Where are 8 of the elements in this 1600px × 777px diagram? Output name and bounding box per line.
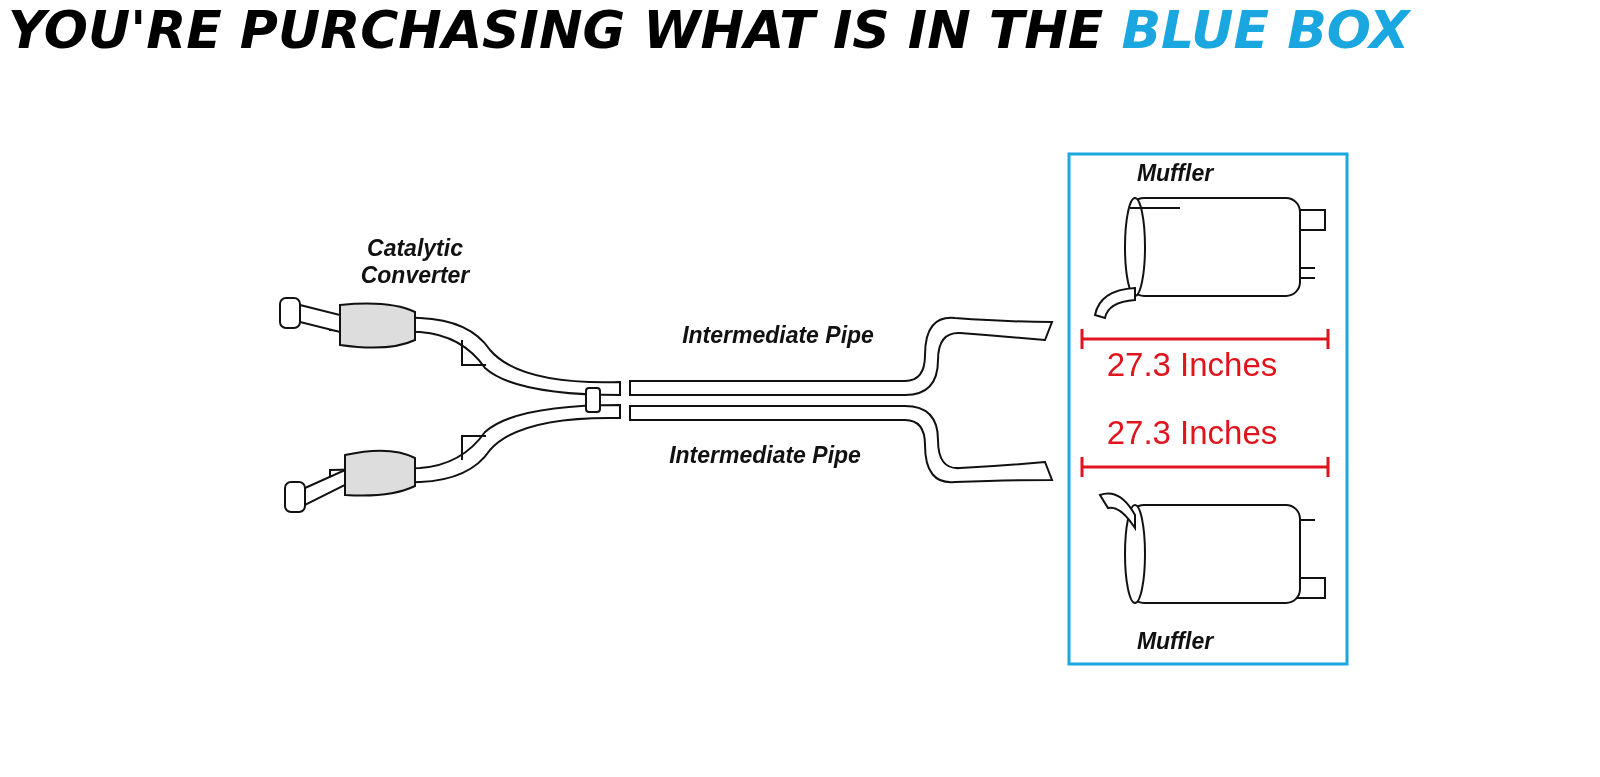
title: YOU'RE PURCHASING WHAT IS IN THE BLUE BOX [8, 0, 1410, 60]
part-label: Catalytic Converter [359, 235, 471, 289]
dimension-label: 27.3 Inches [1106, 346, 1278, 384]
part-label: Intermediate Pipe [669, 442, 861, 469]
part-label: Muffler [1136, 160, 1214, 187]
part-label: Intermediate Pipe [682, 322, 874, 349]
dimension-label: 27.3 Inches [1106, 414, 1278, 452]
part-label: Muffler [1136, 628, 1214, 655]
